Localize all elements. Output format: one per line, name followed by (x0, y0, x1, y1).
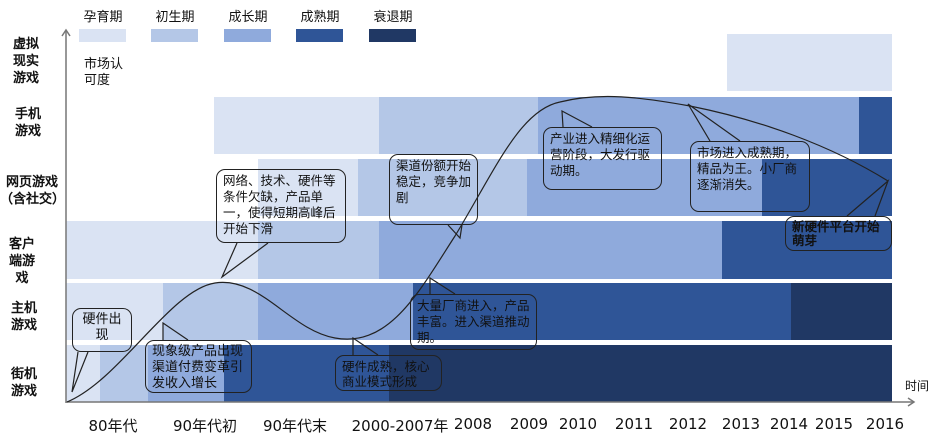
segment-mobile-birth (379, 97, 538, 154)
row-label-console: 主机游戏 (10, 301, 37, 333)
legend-label-decline: 衰退期 (373, 10, 413, 25)
period-label: 2015 (814, 415, 854, 433)
segment-client-birth (258, 221, 379, 279)
row-label-client: 客户端游戏 (8, 237, 35, 286)
callout-channel-stable: 渠道份额开始稳定，竞争加剧 (389, 154, 478, 225)
row-label-arcade: 街机游戏 (10, 367, 37, 399)
callout-hardware-appears: 硬件出现 (72, 308, 132, 352)
legend-swatch-gestation (79, 29, 126, 42)
segment-web-gestation (258, 159, 358, 216)
period-label: 2014 (769, 415, 809, 433)
legend-swatch-birth (151, 29, 198, 42)
callout-tail (220, 242, 269, 279)
legend-swatch-maturity (296, 29, 343, 42)
period-label: 2010 (558, 415, 598, 433)
x-axis-arrow-icon (907, 397, 916, 407)
callout-refined-operations: 产业进入精细化运营阶段，大发行驱动期。 (543, 127, 662, 190)
segment-client-growth (379, 221, 722, 279)
period-label: 2011 (614, 415, 654, 433)
y-axis-label: 市场认可度 (84, 57, 124, 88)
segment-console-maturity (413, 283, 791, 340)
segment-console-decline (791, 283, 892, 340)
segment-mobile-gestation (214, 97, 379, 154)
callout-tail (447, 224, 463, 240)
callout-many-vendors: 大量厂商进入，产品丰富。进入渠道推动期。 (410, 294, 537, 350)
segment-mobile-maturity (859, 97, 892, 154)
row-label-web: 网页游戏（含社交） (0, 175, 66, 207)
callout-market-mature: 市场进入成熟期，精品为王。小厂商逐渐消失。 (690, 141, 810, 212)
legend-swatch-growth (224, 29, 271, 42)
legend-label-birth: 初生期 (155, 10, 195, 25)
callout-early-decline: 网络、技术、硬件等条件欠缺，产品单一，使得短期高峰后开始下滑 (216, 169, 346, 243)
callout-phenomenal-products: 现象级产品出现渠道付费变革引发收入增长 (145, 340, 252, 393)
period-label: 90年代末 (262, 417, 328, 435)
segment-web-birth (358, 159, 527, 216)
row-label-mobile: 手机游戏 (14, 107, 41, 139)
callout-tail (846, 179, 890, 217)
period-label: 2008 (453, 415, 493, 433)
callout-tail (429, 276, 456, 295)
legend-label-gestation: 孕育期 (83, 10, 123, 25)
segment-arcade-decline (389, 345, 892, 402)
legend-label-maturity: 成熟期 (300, 10, 340, 25)
callout-tail (561, 109, 593, 128)
callout-tail (352, 336, 379, 356)
period-label: 2009 (509, 415, 549, 433)
period-label: 90年代初 (172, 417, 238, 435)
period-label: 80年代 (88, 417, 138, 435)
row-label-vr: 虚拟现实游戏 (12, 37, 39, 86)
period-label: 2000-2007年 (351, 417, 449, 435)
callout-hardware-mature: 硬件成熟，核心商业模式形成 (335, 355, 442, 391)
period-label: 2012 (668, 415, 708, 433)
segment-console-birth (163, 283, 258, 340)
segment-web-maturity (762, 159, 892, 216)
segment-arcade-gestation (66, 345, 100, 402)
segment-console-gestation (66, 283, 163, 340)
legend-swatch-decline (369, 29, 416, 42)
period-label: 2013 (721, 415, 761, 433)
callout-tail (162, 321, 189, 341)
legend-label-growth: 成长期 (228, 10, 268, 25)
y-axis-arrow-icon (61, 28, 71, 37)
callout-tail (687, 103, 741, 142)
callout-tail (71, 351, 89, 393)
x-axis-label: 时间 (905, 379, 930, 393)
callout-new-hardware: 新硬件平台开始萌芽 (785, 216, 892, 251)
segment-vr-gestation (727, 34, 892, 91)
segment-web-growth (527, 159, 762, 216)
period-label: 2016 (865, 415, 905, 433)
